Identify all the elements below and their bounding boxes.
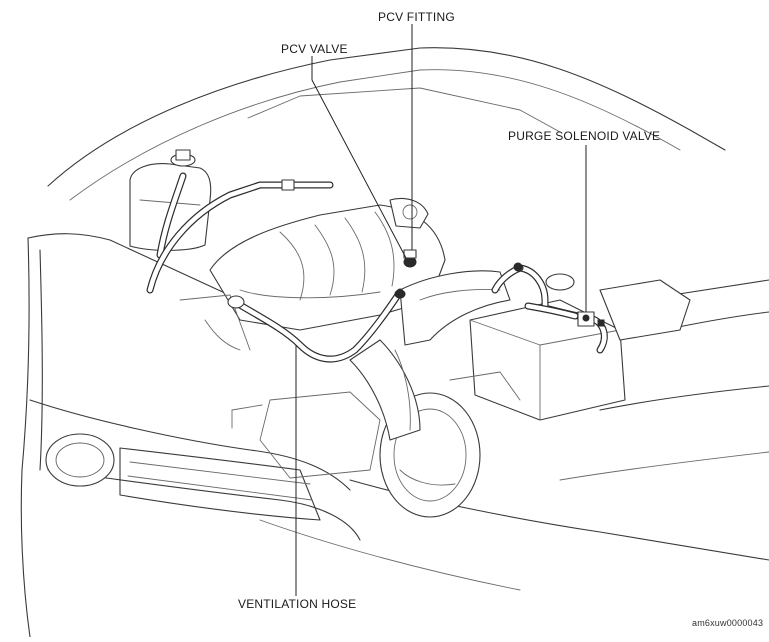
coolant-reservoir <box>129 149 212 251</box>
purge-solenoid-valve-part <box>577 311 605 327</box>
intake-manifold <box>209 197 446 331</box>
purge-hose <box>491 262 608 354</box>
pcv-valve-label: PCV VALVE <box>281 42 348 56</box>
leader-lines <box>295 24 587 596</box>
body-outline <box>20 233 769 638</box>
pcv-fitting-label: PCV FITTING <box>378 10 455 24</box>
engine-block <box>179 294 521 479</box>
coolant-hose <box>146 172 334 294</box>
purge-solenoid-valve-label: PURGE SOLENOID VALVE <box>508 129 661 143</box>
battery <box>469 273 691 421</box>
air-intake-duct <box>349 270 511 441</box>
ventilation-hose <box>227 288 406 363</box>
hood-outline <box>47 47 726 201</box>
pcv-valve-part <box>403 249 417 268</box>
figure-code: am6xuw0000043 <box>692 618 764 628</box>
ventilation-hose-label: VENTILATION HOSE <box>238 597 357 611</box>
